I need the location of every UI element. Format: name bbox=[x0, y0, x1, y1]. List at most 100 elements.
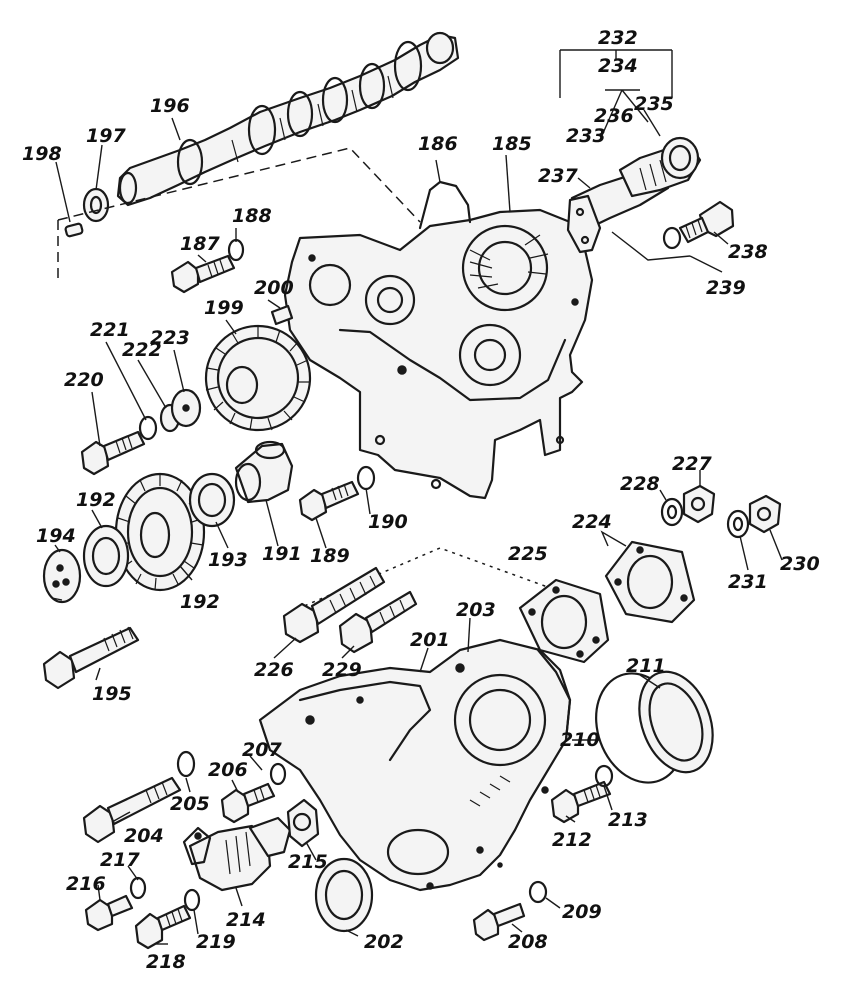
callout-186: 186 bbox=[418, 133, 458, 155]
callout-232: 232 bbox=[598, 27, 638, 49]
gasket-215 bbox=[286, 798, 320, 848]
callout-190: 190 bbox=[368, 511, 408, 533]
bolt-204 bbox=[82, 776, 182, 844]
oil-seal-202 bbox=[314, 857, 374, 933]
timing-gear-housing bbox=[283, 180, 594, 500]
callout-191: 191 bbox=[262, 543, 302, 565]
pin-200 bbox=[270, 304, 294, 326]
washer-231 bbox=[726, 509, 750, 539]
gear-192 bbox=[114, 472, 206, 592]
washer-188 bbox=[227, 238, 245, 262]
cover-plate-211 bbox=[638, 670, 714, 774]
bolt-220 bbox=[80, 430, 146, 476]
callout-185: 185 bbox=[492, 133, 532, 155]
callout-225: 225 bbox=[508, 543, 548, 565]
callout-187: 187 bbox=[180, 233, 220, 255]
washer-219 bbox=[183, 888, 201, 912]
gasket-225 bbox=[518, 578, 610, 664]
cover-224 bbox=[604, 540, 696, 624]
key-198 bbox=[64, 222, 84, 238]
washer-207 bbox=[269, 762, 287, 786]
bolt-238 bbox=[678, 200, 735, 244]
callout-188: 188 bbox=[232, 205, 272, 227]
bolt-206 bbox=[220, 782, 276, 824]
bracket-232-234 bbox=[559, 49, 673, 141]
bolt-187 bbox=[170, 254, 236, 294]
callout-231: 231 bbox=[728, 571, 768, 593]
callout-213: 213 bbox=[608, 809, 648, 831]
callout-227: 227 bbox=[672, 453, 712, 475]
callout-207: 207 bbox=[242, 739, 282, 761]
washer-205 bbox=[176, 750, 196, 778]
callout-223: 223 bbox=[150, 327, 190, 349]
pump-drive-assembly bbox=[566, 136, 702, 254]
callout-216: 216 bbox=[66, 873, 106, 895]
washer-223 bbox=[170, 388, 202, 428]
callout-235: 235 bbox=[634, 93, 674, 115]
callout-193: 193 bbox=[208, 549, 248, 571]
callout-230: 230 bbox=[780, 553, 820, 575]
idler-gear-199 bbox=[204, 324, 312, 432]
washer-190 bbox=[356, 465, 376, 491]
bolt-195 bbox=[42, 626, 140, 690]
bolt-208 bbox=[472, 902, 526, 942]
bolt-189 bbox=[298, 480, 360, 522]
bushing-193 bbox=[188, 472, 236, 528]
washer-228 bbox=[660, 497, 684, 527]
callout-214: 214 bbox=[226, 909, 266, 931]
callout-229: 229 bbox=[322, 659, 362, 681]
callout-205: 205 bbox=[170, 793, 210, 815]
callout-233: 233 bbox=[566, 125, 606, 147]
callout-212: 212 bbox=[552, 829, 592, 851]
hub-191 bbox=[234, 440, 294, 504]
callout-211: 211 bbox=[626, 655, 666, 677]
front-cover bbox=[258, 638, 572, 892]
callout-labels: 196 197 198 186 185 232 234 236 235 233 … bbox=[22, 27, 820, 973]
callout-201: 201 bbox=[410, 629, 450, 651]
callout-221: 221 bbox=[90, 319, 130, 341]
callout-215: 215 bbox=[288, 851, 328, 873]
callout-236: 236 bbox=[594, 105, 634, 127]
washer-239 bbox=[611, 226, 691, 261]
callout-192b: 192 bbox=[180, 591, 220, 613]
callout-199: 199 bbox=[204, 297, 244, 319]
callout-208: 208 bbox=[508, 931, 548, 953]
callout-239: 239 bbox=[706, 277, 746, 299]
callout-219: 219 bbox=[196, 931, 236, 953]
bolt-229 bbox=[338, 590, 418, 654]
callout-237: 237 bbox=[538, 165, 578, 187]
plate-194 bbox=[42, 548, 82, 604]
nut-230 bbox=[748, 494, 782, 534]
callout-196: 196 bbox=[150, 95, 190, 117]
callout-203: 203 bbox=[456, 599, 496, 621]
leader-lines bbox=[51, 109, 783, 945]
callout-195: 195 bbox=[92, 683, 132, 705]
callout-209: 209 bbox=[562, 901, 602, 923]
callout-202: 202 bbox=[364, 931, 404, 953]
ring-192-front bbox=[82, 524, 130, 588]
washer-209 bbox=[528, 880, 548, 904]
callout-228: 228 bbox=[620, 473, 660, 495]
thrust-washer-197 bbox=[82, 187, 110, 223]
callout-197: 197 bbox=[86, 125, 126, 147]
nut-227 bbox=[682, 484, 716, 524]
callout-218: 218 bbox=[146, 951, 186, 973]
callout-206: 206 bbox=[208, 759, 248, 781]
callout-194: 194 bbox=[36, 525, 76, 547]
sensor-214 bbox=[182, 816, 292, 892]
callout-200: 200 bbox=[254, 277, 294, 299]
callout-192a: 192 bbox=[76, 489, 116, 511]
bolt-216 bbox=[84, 894, 134, 932]
bolt-226 bbox=[282, 566, 386, 644]
callout-210: 210 bbox=[560, 729, 600, 751]
callout-189: 189 bbox=[310, 545, 350, 567]
washer-221 bbox=[138, 415, 158, 441]
callout-204: 204 bbox=[124, 825, 164, 847]
callout-220: 220 bbox=[64, 369, 104, 391]
bolt-218 bbox=[134, 904, 192, 950]
callout-217: 217 bbox=[100, 849, 140, 871]
callout-198: 198 bbox=[22, 143, 62, 165]
washer-217 bbox=[129, 876, 147, 900]
callout-222: 222 bbox=[122, 339, 162, 361]
